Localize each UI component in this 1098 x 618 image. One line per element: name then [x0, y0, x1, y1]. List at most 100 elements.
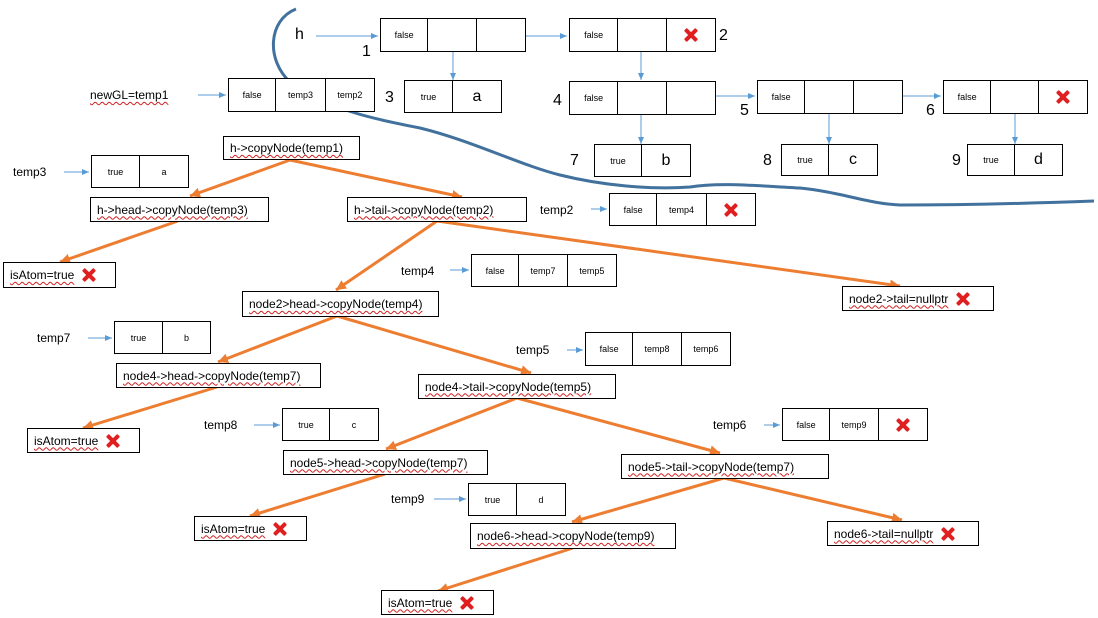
edge-c1-c3 [289, 158, 463, 200]
temp5-tail: temp6 [693, 344, 719, 354]
call-c6: node2->tail=nullptr [842, 286, 994, 311]
node-1-head [428, 19, 477, 51]
call-c12: isAtom=true [194, 516, 307, 541]
temp8-value: c [351, 419, 357, 430]
node-3-value: a [472, 87, 482, 105]
node-8-number: 8 [763, 152, 772, 169]
node-2-tag: false [570, 19, 619, 51]
null-cross-icon [1056, 90, 1070, 104]
node-4-tail [667, 82, 715, 114]
temp2-tag: false [610, 194, 658, 225]
temp4-tag: false [472, 255, 520, 286]
temp4-node: false temp7 temp5 [471, 254, 617, 287]
node-6-number: 6 [926, 102, 935, 119]
temp2-node: false temp4 [609, 193, 756, 226]
temp8-tag: true [283, 409, 331, 440]
edge-c3-c6 [436, 219, 901, 290]
node-5-number: 5 [740, 102, 749, 119]
call-c8: node4->tail->copyNode(temp5) [418, 374, 616, 399]
node-6-head [991, 81, 1039, 113]
node-5-tail [854, 81, 902, 113]
node-6-tail [1039, 81, 1087, 113]
node-9-number: 9 [952, 152, 961, 169]
temp8-node: true c [282, 408, 379, 441]
temp7-label: temp7 [37, 331, 71, 345]
temp5-tag: false [586, 333, 634, 365]
node-7-number: 7 [570, 152, 579, 169]
node-3-tag: true [405, 81, 454, 112]
edge-c1-c2 [189, 158, 291, 198]
node-2-tail [667, 19, 715, 51]
temp6-tag: false [783, 409, 831, 440]
node-7-tag: true [595, 145, 643, 176]
edge-c10-c12 [249, 472, 386, 518]
node-3-number: 3 [385, 89, 394, 106]
node-4-number: 4 [553, 92, 562, 109]
node-4: false [569, 81, 716, 115]
temp4-head: temp7 [519, 255, 568, 286]
call-c14: node6->tail=nullptr [827, 521, 979, 546]
node-3: true a [404, 80, 502, 113]
temp2-tail [707, 194, 755, 225]
call-c3: h->tail->copyNode(temp2) [347, 197, 527, 222]
call-c1: h->copyNode(temp1) [223, 136, 360, 160]
null-cross-icon [684, 28, 698, 42]
temp9-label: temp9 [391, 492, 425, 506]
node-2-head [618, 19, 667, 51]
temp5-node: false temp8 temp6 [585, 332, 731, 366]
edge-c7-c9 [82, 385, 218, 430]
newgl-tag: false [229, 79, 277, 111]
node-2: false [569, 18, 716, 52]
call-c13: node6->head->copyNode(temp9) [470, 523, 676, 549]
null-cross-icon [106, 434, 120, 448]
null-cross-icon [82, 268, 96, 282]
node-7-value: b [661, 151, 671, 169]
edge-c11-c14 [723, 476, 903, 523]
temp6-tail [879, 409, 927, 440]
null-cross-icon [460, 596, 474, 610]
temp3-label: temp3 [13, 165, 47, 179]
call-c15: isAtom=true [381, 590, 494, 615]
edge-c11-c13 [571, 476, 725, 525]
temp9-node: true d [468, 483, 566, 516]
temp4-label: temp4 [401, 264, 435, 278]
call-c10: node5->head->copyNode(temp7) [283, 450, 488, 475]
newgl-head: temp3 [276, 79, 326, 111]
node-4-head [618, 82, 667, 114]
temp9-value: d [538, 494, 544, 505]
call-c7: node4->head->copyNode(temp7) [116, 363, 321, 388]
temp6-head: temp9 [830, 409, 879, 440]
temp7-tag: true [115, 322, 163, 353]
temp3-value: a [161, 166, 167, 177]
edge-c5-c8 [336, 314, 532, 375]
temp8-label: temp8 [204, 418, 238, 432]
call-c9: isAtom=true [27, 428, 140, 453]
node-6: false [943, 80, 1088, 114]
newgl-node: false temp3 temp2 [228, 78, 375, 112]
null-cross-icon [896, 418, 910, 432]
temp3-node: true a [91, 155, 189, 188]
node-1-number: 1 [362, 43, 371, 60]
edge-c8-c11 [516, 396, 721, 456]
temp9-tag: true [469, 484, 518, 515]
node-1-tag: false [381, 19, 429, 51]
edge-c3-c5 [335, 219, 438, 292]
temp6-label: temp6 [713, 418, 747, 432]
null-cross-icon [724, 203, 738, 217]
temp5-head: temp8 [633, 333, 682, 365]
node-6-tag: false [944, 81, 992, 113]
null-cross-icon [956, 292, 970, 306]
temp7-value: b [183, 332, 189, 343]
call-c11: node5->tail->copyNode(temp7) [621, 454, 829, 479]
call-c2: h->head->copyNode(temp3) [90, 197, 269, 222]
temp5-label: temp5 [516, 343, 550, 357]
node-1: false [380, 18, 526, 52]
call-c5: node2>head->copyNode(temp4) [242, 291, 439, 317]
node-9: true d [967, 144, 1063, 176]
edge-c8-c10 [385, 396, 518, 451]
null-cross-icon [941, 527, 955, 541]
node-8-value: c [849, 151, 857, 168]
edge-c13-c15 [437, 546, 574, 593]
